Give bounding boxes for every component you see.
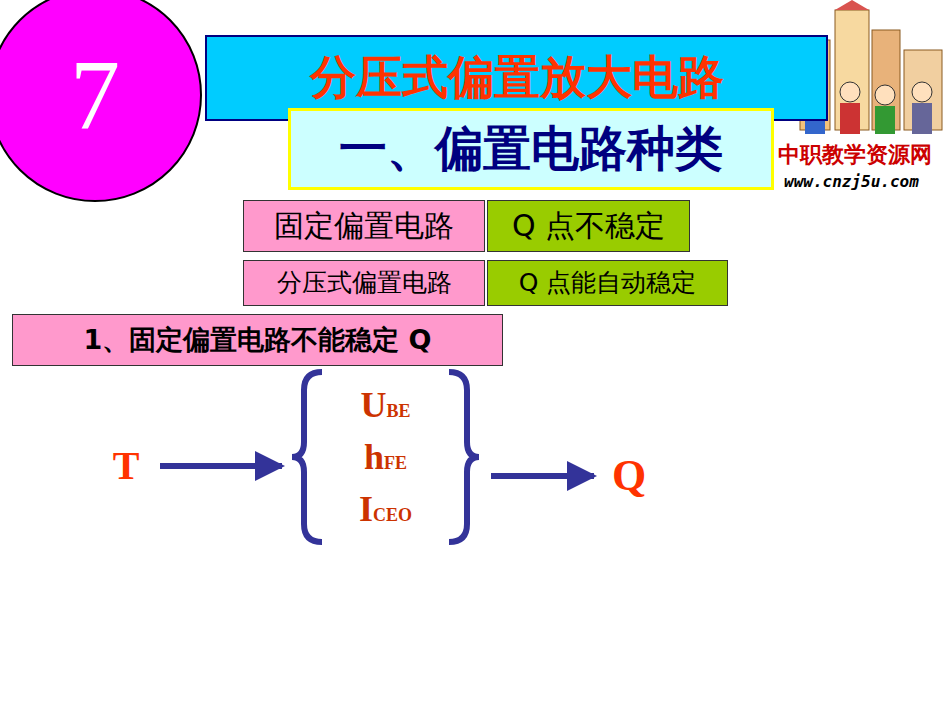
node-text: 7 bbox=[70, 35, 120, 155]
arrow-connector bbox=[491, 473, 594, 479]
node-text: Q bbox=[612, 450, 646, 503]
plain-node: T bbox=[100, 438, 152, 494]
section-box: 一、偏置电路种类 bbox=[288, 108, 774, 190]
node-text: 分压式偏置放大电路 bbox=[310, 50, 724, 105]
right-brace bbox=[449, 372, 479, 542]
pink-box: 固定偏置电路 bbox=[243, 200, 485, 252]
node-text: Q 点能自动稳定 bbox=[519, 268, 697, 298]
parameter-symbol: ICEO bbox=[359, 483, 412, 535]
brace-group: UBEhFEICEO bbox=[288, 366, 483, 548]
node-text: T bbox=[113, 442, 140, 490]
watermark-url: www.cnzj5u.com bbox=[784, 172, 919, 191]
left-brace bbox=[292, 372, 322, 542]
node-text: Q 点不稳定 bbox=[512, 208, 665, 244]
node-text: 1、固定偏置电路不能稳定 Q bbox=[83, 324, 431, 356]
node-text: 一、偏置电路种类 bbox=[339, 120, 723, 178]
green-box: Q 点能自动稳定 bbox=[487, 260, 728, 306]
pink-box: 1、固定偏置电路不能稳定 Q bbox=[12, 314, 503, 366]
green-box: Q 点不稳定 bbox=[487, 200, 690, 252]
number-circle: 7 bbox=[0, 0, 202, 202]
node-text: 分压式偏置电路 bbox=[277, 268, 452, 298]
pink-box: 分压式偏置电路 bbox=[243, 260, 485, 306]
watermark-text: 中职教学资源网 bbox=[776, 140, 934, 170]
parameter-symbol: UBE bbox=[360, 379, 410, 431]
plain-node: Q bbox=[600, 446, 658, 506]
parameter-symbol: hFE bbox=[364, 431, 407, 483]
arrow-connector bbox=[160, 463, 282, 469]
node-text: 固定偏置电路 bbox=[274, 208, 454, 244]
